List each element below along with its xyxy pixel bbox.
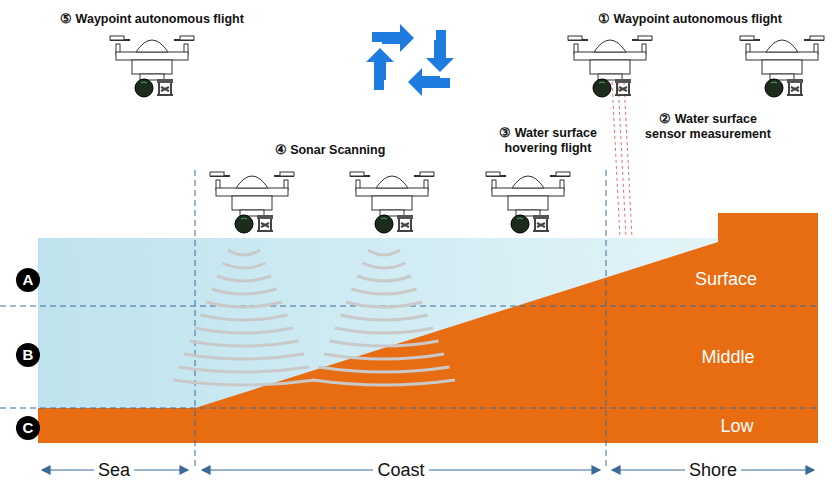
zone-label: Sea bbox=[94, 460, 134, 481]
callout-letter: A bbox=[16, 268, 40, 292]
sonar-wave bbox=[173, 380, 315, 385]
sonar-wave bbox=[195, 328, 293, 333]
callout-letter: C bbox=[16, 416, 40, 440]
callout-letter: B bbox=[16, 343, 40, 367]
step-label: ④ Sonar Scanning bbox=[275, 143, 386, 158]
sonar-wave bbox=[352, 289, 417, 294]
zone-label: Shore bbox=[685, 460, 741, 481]
sonar-wave bbox=[228, 250, 260, 255]
sonar-wave bbox=[330, 341, 439, 346]
step-label: ② Water surface sensor measurement bbox=[638, 112, 778, 142]
sonar-wave bbox=[217, 276, 271, 281]
sonar-wave bbox=[357, 276, 411, 281]
sonar-wave bbox=[223, 263, 266, 268]
sonar-wave bbox=[341, 315, 428, 320]
sonar-wave bbox=[201, 315, 288, 320]
sonar-wave bbox=[346, 302, 422, 307]
sonar-wave bbox=[368, 250, 400, 255]
step-label: ⑤ Waypoint autonomous flight bbox=[60, 12, 244, 27]
sonar-wave bbox=[319, 367, 450, 372]
layer-label: Middle bbox=[701, 347, 754, 368]
sonar-wave bbox=[313, 380, 455, 385]
zone-label: Coast bbox=[373, 460, 428, 481]
sonar-wave bbox=[324, 354, 444, 359]
sonar-wave bbox=[184, 354, 304, 359]
sonar-wave bbox=[190, 341, 299, 346]
layer-label: Surface bbox=[695, 269, 757, 290]
step-label: ① Waypoint autonomous flight bbox=[598, 12, 782, 27]
sonar-wave bbox=[363, 263, 406, 268]
layer-label: Low bbox=[720, 416, 753, 437]
sonar-wave bbox=[206, 302, 282, 307]
sonar-wave bbox=[179, 367, 310, 372]
sonar-wave bbox=[212, 289, 277, 294]
sonar-wave bbox=[335, 328, 433, 333]
step-label: ③ Water surface hovering flight bbox=[483, 126, 613, 156]
